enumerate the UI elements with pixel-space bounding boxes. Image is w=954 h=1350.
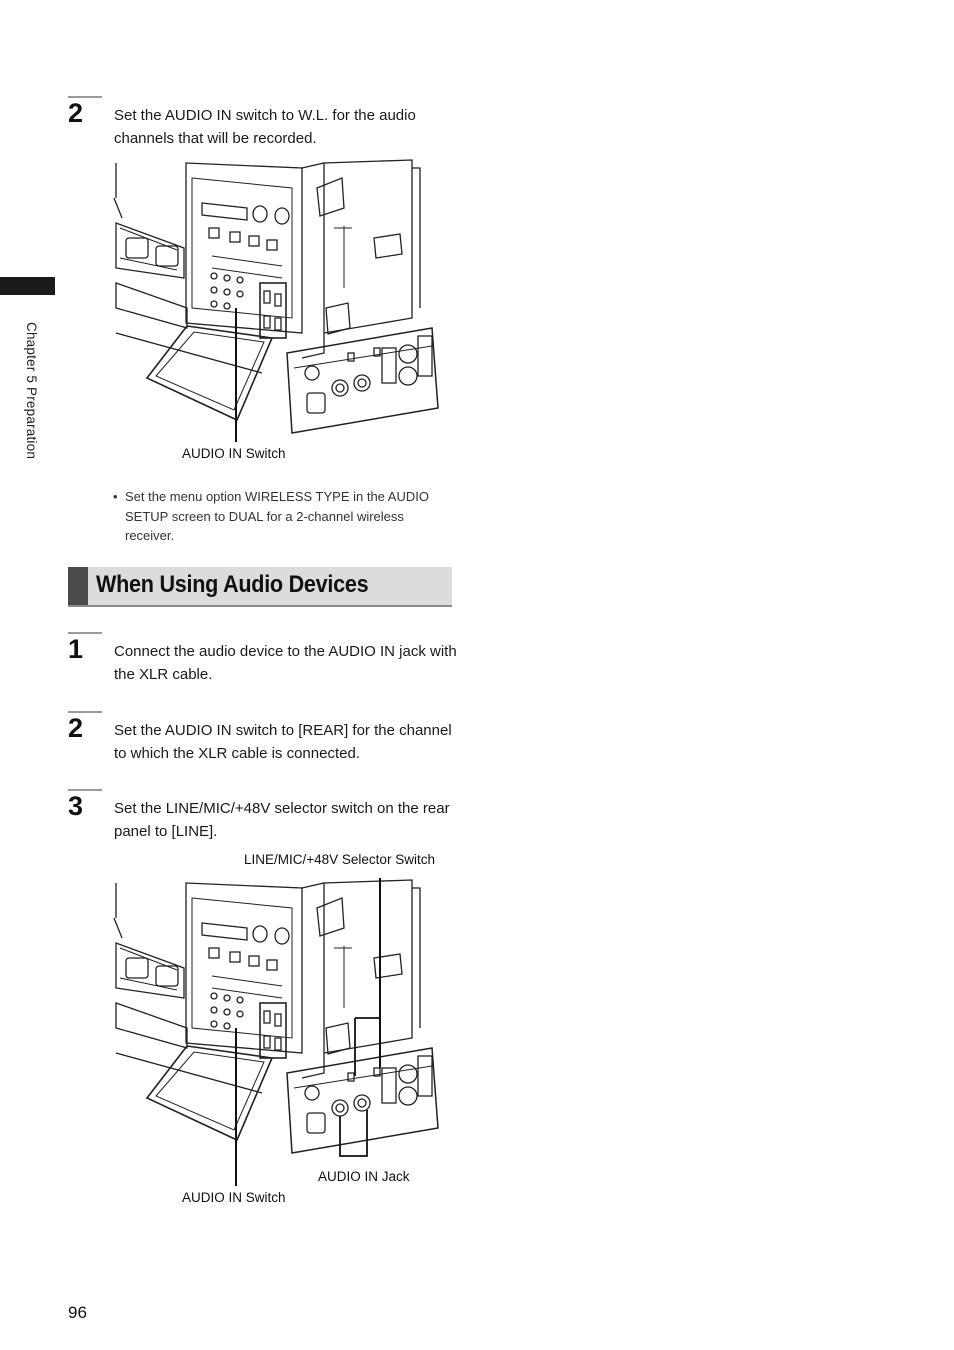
callout-audio-in-switch: AUDIO IN Switch [182, 446, 286, 461]
step-text: Connect the audio device to the AUDIO IN… [114, 643, 457, 683]
step-rule [68, 96, 102, 98]
step-number: 2 [68, 713, 84, 743]
callout-line [235, 1028, 237, 1186]
chapter-tab-marker [0, 277, 55, 295]
callout-selector-switch: LINE/MIC/+48V Selector Switch [244, 852, 435, 867]
section-title: When Using Audio Devices [96, 571, 369, 598]
step-text: Set the AUDIO IN switch to W.L. for the … [114, 107, 416, 147]
camera-rear-panel-figure-1 [112, 158, 442, 438]
camera-rear-panel-figure-2 [112, 878, 442, 1158]
step-rule [68, 632, 102, 634]
step-number: 1 [68, 634, 84, 664]
chapter-label: Chapter 5 Preparation [24, 322, 39, 460]
heading-bar [68, 567, 88, 605]
step-rule [68, 789, 102, 791]
callout-audio-in-switch-2: AUDIO IN Switch [182, 1190, 286, 1205]
callout-line [235, 308, 237, 442]
note-bullet: • [113, 489, 118, 504]
step-rule [68, 711, 102, 713]
callout-audio-in-jack: AUDIO IN Jack [318, 1169, 410, 1184]
step-number: 3 [68, 791, 84, 821]
section-heading: When Using Audio Devices [68, 567, 452, 607]
page-number: 96 [68, 1303, 87, 1322]
step-number: 2 [68, 98, 84, 128]
step-text: Set the LINE/MIC/+48V selector switch on… [114, 800, 450, 840]
note: • Set the menu option WIRELESS TYPE in t… [113, 487, 443, 546]
note-text: Set the menu option WIRELESS TYPE in the… [125, 489, 429, 543]
step-text: Set the AUDIO IN switch to [REAR] for th… [114, 722, 452, 762]
